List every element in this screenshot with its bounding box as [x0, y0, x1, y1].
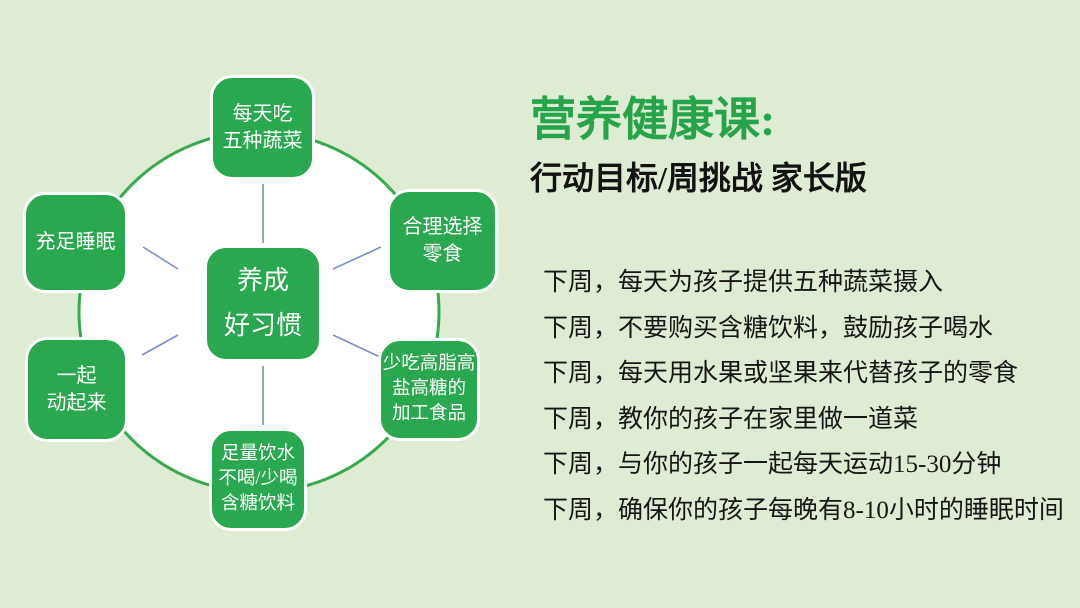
node-eat-vegetables: 每天吃 五种蔬菜 — [210, 75, 315, 180]
connector-line-left — [142, 246, 179, 270]
challenge-item-vegetables: 下周，每天为孩子提供五种蔬菜摄入 — [543, 269, 944, 296]
challenge-item-cook-dish: 下周，教你的孩子在家里做一道菜 — [543, 405, 919, 433]
node-exercise-together: 一起 动起来 — [25, 337, 128, 442]
page-subtitle: 行动目标/周挑战 家长版 — [530, 160, 867, 196]
challenge-item-sleep-hours: 下周，确保你的孩子每晚有8-10小时的睡眠时间 — [543, 496, 1064, 524]
challenge-item-exercise: 下周，与你的孩子一起每天运动15-30分钟 — [543, 451, 1002, 478]
challenge-item-no-sugary-drinks: 下周，不要购买含糖饮料，鼓励孩子喝水 — [543, 314, 994, 342]
node-drink-water: 足量饮水 不喝/少喝 含糖饮料 — [209, 428, 307, 531]
node-enough-sleep: 充足睡眠 — [23, 192, 128, 293]
node-less-processed-food: 少吃高脂高 盐高糖的 加工食品 — [378, 338, 480, 441]
content-panel: 营养健康课: 行动目标/周挑战 家长版 下周，每天为孩子提供五种蔬菜摄入 下周，… — [530, 0, 1080, 608]
page-title: 营养健康课: — [530, 94, 776, 145]
connector-line-bottom-right — [332, 334, 381, 358]
challenge-list: 下周，每天为孩子提供五种蔬菜摄入 下周，不要购买含糖饮料，鼓励孩子喝水 下周，每… — [543, 260, 1064, 533]
node-center-good-habits: 养成 好习惯 — [204, 245, 322, 362]
connector-line-right — [332, 246, 382, 270]
challenge-item-fruit-nuts: 下周，每天用水果或坚果来代替孩子的零食 — [543, 360, 1019, 387]
node-choose-snacks: 合理选择 零食 — [387, 189, 498, 293]
connector-lines — [141, 184, 382, 425]
connector-line-bottom-left — [141, 334, 179, 356]
